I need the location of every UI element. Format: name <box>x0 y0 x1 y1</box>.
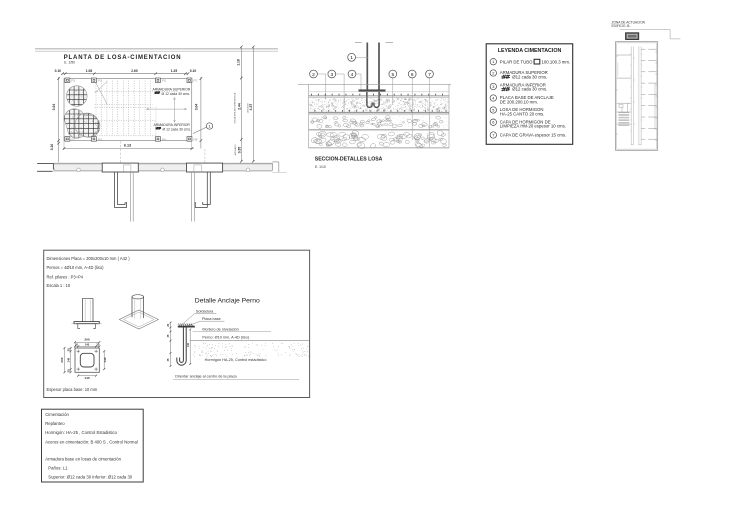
svg-text:P8: P8 <box>193 138 197 142</box>
svg-text:P6: P6 <box>162 138 166 142</box>
svg-text:LIMPIEZA HM-20 espesor 10 cms.: LIMPIEZA HM-20 espesor 10 cms. <box>500 124 566 129</box>
svg-text:Cimentación: Cimentación <box>45 412 69 417</box>
svg-text:140: 140 <box>187 342 190 347</box>
svg-text:3.04: 3.04 <box>195 104 199 111</box>
svg-text:1.25: 1.25 <box>171 69 178 73</box>
svg-text:PILAR DE TUBO: PILAR DE TUBO <box>500 59 533 64</box>
svg-text:P4: P4 <box>98 138 102 142</box>
svg-text:2.60: 2.60 <box>131 69 138 73</box>
svg-text:DE 200.200.10 mm.: DE 200.200.10 mm. <box>500 99 538 104</box>
svg-text:Soldadura: Soldadura <box>196 310 214 314</box>
svg-text:ARMADURA INFERIOR: ARMADURA INFERIOR <box>154 123 191 127</box>
svg-text:Escala 1 : 10: Escala 1 : 10 <box>47 283 71 288</box>
svg-text:Armadura base en losas de cime: Armadura base en losas de cimentación <box>45 457 121 462</box>
svg-text:6.13: 6.13 <box>124 144 131 148</box>
svg-text:Ref. pilares : P3=P4: Ref. pilares : P3=P4 <box>47 275 84 280</box>
svg-text:4.37: 4.37 <box>249 104 253 111</box>
svg-text:HA-25 CANTO 20 cms.: HA-25 CANTO 20 cms. <box>500 112 545 117</box>
svg-text:2: 2 <box>492 71 494 76</box>
svg-text:P7: P7 <box>193 79 197 83</box>
svg-text:EDIFICIO -B-: EDIFICIO -B- <box>612 24 631 28</box>
svg-text:ARMADURA SUPERIOR: ARMADURA SUPERIOR <box>500 70 548 75</box>
svg-text:Espesor placa base: 10 mm: Espesor placa base: 10 mm <box>47 387 98 392</box>
svg-text:35: 35 <box>167 358 170 361</box>
svg-text:1: 1 <box>492 59 494 64</box>
svg-text:0.10: 0.10 <box>50 144 54 151</box>
svg-text:P1: P1 <box>71 79 75 83</box>
svg-text:7: 7 <box>428 72 431 78</box>
svg-text:ESCALERA DE EMERGENCIA: ESCALERA DE EMERGENCIA <box>234 92 237 123</box>
svg-text:6: 6 <box>492 120 494 125</box>
svg-text:P3: P3 <box>98 79 102 83</box>
svg-text:4: 4 <box>351 72 354 78</box>
svg-text:140: 140 <box>67 357 71 362</box>
svg-text:140: 140 <box>85 342 90 346</box>
svg-text:Ø12 cada 30 cms.: Ø12 cada 30 cms. <box>512 74 547 79</box>
svg-text:30: 30 <box>67 348 71 351</box>
svg-text:30: 30 <box>96 342 99 346</box>
svg-text:CAPA DE HORMIGON DE: CAPA DE HORMIGON DE <box>500 119 551 124</box>
svg-text:0.10: 0.10 <box>55 69 62 73</box>
svg-text:Aceros en cimentación: B 400: Aceros en cimentación: B 400 S , Control… <box>45 439 138 444</box>
svg-text:ARMADURA SUPERIOR: ARMADURA SUPERIOR <box>153 87 191 91</box>
svg-text:200: 200 <box>84 338 89 342</box>
svg-text:Detalle Anclaje Perno: Detalle Anclaje Perno <box>195 297 260 304</box>
svg-text:Perno: Ø10 mm, A-4D (liso): Perno: Ø10 mm, A-4D (liso) <box>202 336 249 340</box>
svg-text:Superior: Ø12 cada 30 Inferio: Superior: Ø12 cada 30 Inferior: Ø12 cada… <box>48 475 133 480</box>
svg-text:Ø 12 cada 30 cms.: Ø 12 cada 30 cms. <box>163 128 192 132</box>
svg-text:E. 1/10: E. 1/10 <box>315 165 326 169</box>
svg-text:3: 3 <box>330 72 333 78</box>
svg-text:E. 1/50: E. 1/50 <box>64 61 75 65</box>
svg-text:LEYENDA CIMENTACION: LEYENDA CIMENTACION <box>498 48 562 54</box>
svg-text:100.100.3 mm.: 100.100.3 mm. <box>542 59 571 64</box>
svg-text:ZONA DE ACTUACION: ZONA DE ACTUACION <box>612 20 646 24</box>
svg-text:20: 20 <box>167 323 170 326</box>
svg-text:Ø12 cada 30 cms.: Ø12 cada 30 cms. <box>512 87 547 92</box>
svg-text:PLANTA DE LOSA-CIMENTACION: PLANTA DE LOSA-CIMENTACION <box>64 55 182 61</box>
svg-text:ACERADO: ACERADO <box>234 144 237 155</box>
svg-text:Mortero de nivelación: Mortero de nivelación <box>202 327 238 331</box>
svg-text:Paños: L1: Paños: L1 <box>48 466 68 471</box>
svg-text:P2: P2 <box>71 138 75 142</box>
svg-text:SECCION-DETALLES LOSA: SECCION-DETALLES LOSA <box>315 156 383 162</box>
svg-text:1: 1 <box>350 55 353 61</box>
svg-text:200: 200 <box>60 357 64 362</box>
svg-text:6: 6 <box>411 72 414 78</box>
svg-text:Placa base: Placa base <box>202 317 221 321</box>
svg-text:CAPA DE GRAVA espesor 15 cms.: CAPA DE GRAVA espesor 15 cms. <box>500 132 566 137</box>
svg-text:0.95: 0.95 <box>238 147 242 154</box>
svg-text:Orientar anclaje al centro de: Orientar anclaje al centro de la placa <box>175 374 238 378</box>
svg-text:ACCESO: ACCESO <box>246 103 249 113</box>
svg-text:5: 5 <box>391 72 394 78</box>
svg-text:ARMADURA INFERIOR: ARMADURA INFERIOR <box>500 82 546 87</box>
svg-text:140: 140 <box>84 376 89 380</box>
svg-text:LOSA DE HORMIGON: LOSA DE HORMIGON <box>500 107 544 112</box>
svg-text:4: 4 <box>492 96 495 101</box>
svg-text:30: 30 <box>75 342 78 346</box>
svg-text:Hormigón HA-25, Control estad: Hormigón HA-25, Control estadístico <box>205 358 267 362</box>
svg-text:30: 30 <box>67 369 71 372</box>
svg-text:2: 2 <box>312 72 315 78</box>
svg-text:7: 7 <box>492 133 494 138</box>
svg-text:5: 5 <box>492 108 494 113</box>
svg-text:Pernos = 4Ø10 mm, A-4D (liso): Pernos = 4Ø10 mm, A-4D (liso) <box>47 265 105 270</box>
svg-text:PLACA BASE DE ANCLAJE: PLACA BASE DE ANCLAJE <box>500 95 554 100</box>
svg-text:Dimensiones Placa = 200x200x10: Dimensiones Placa = 200x200x10 mm ( A42 … <box>47 256 131 261</box>
svg-text:1.18: 1.18 <box>237 59 241 66</box>
svg-text:1: 1 <box>208 125 210 129</box>
svg-text:P5: P5 <box>162 79 166 83</box>
svg-text:Replanteo: Replanteo <box>45 421 65 426</box>
svg-text:35: 35 <box>167 334 170 337</box>
svg-text:0.10: 0.10 <box>190 69 197 73</box>
svg-text:Ø 12 cada 30 cms.: Ø 12 cada 30 cms. <box>162 92 191 96</box>
svg-text:1.08: 1.08 <box>86 69 93 73</box>
svg-text:3.04: 3.04 <box>52 104 56 111</box>
svg-text:Hormigón: HA-25 , Control Est: Hormigón: HA-25 , Control Estadistico <box>45 430 117 435</box>
svg-text:3: 3 <box>492 84 494 89</box>
svg-text:2.44: 2.44 <box>238 103 242 110</box>
svg-text:140: 140 <box>103 357 107 362</box>
